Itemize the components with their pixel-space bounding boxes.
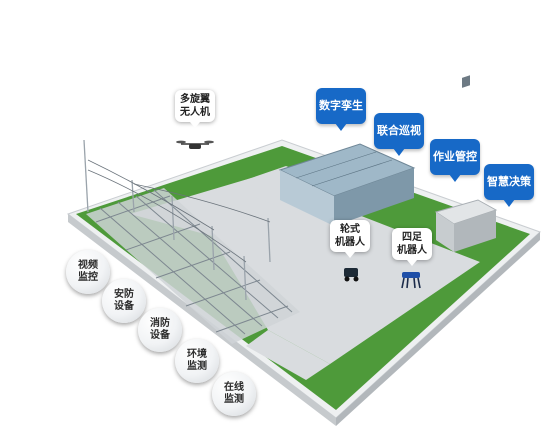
quadruped-robot-label-line1: 四足 bbox=[402, 232, 422, 243]
wheeled-robot bbox=[344, 268, 359, 282]
wheeled-robot-label-line2: 机器人 bbox=[335, 237, 365, 248]
disc-security-line2: 设备 bbox=[114, 301, 134, 312]
tag-operation-control: 作业管控 bbox=[430, 139, 480, 182]
auxiliary-building-front bbox=[436, 212, 454, 252]
disc-environment-line2: 监测 bbox=[187, 361, 207, 372]
disc-security-equipment: 安防 设备 bbox=[102, 279, 146, 323]
platform-edge-left bbox=[68, 214, 336, 426]
disc-online-line1: 在线 bbox=[224, 382, 244, 393]
quadruped-robot-label-line2: 机器人 bbox=[397, 245, 427, 256]
platform-edge-right bbox=[336, 232, 540, 426]
control-building-side bbox=[334, 168, 414, 226]
disc-video-line2: 监控 bbox=[78, 272, 98, 283]
disc-fire-line1: 消防 bbox=[150, 318, 170, 329]
switchyard-structures bbox=[95, 189, 293, 335]
disc-fire-equipment: 消防 设备 bbox=[138, 308, 182, 352]
yard-front bbox=[246, 330, 330, 380]
disc-online-monitoring: 在线 监测 bbox=[212, 372, 256, 416]
disc-security-line1: 安防 bbox=[114, 289, 134, 300]
drone-label-line2: 无人机 bbox=[180, 107, 210, 118]
disc-video-monitoring: 视频 监控 bbox=[66, 250, 110, 294]
auxiliary-building-side bbox=[454, 210, 496, 252]
main-road bbox=[130, 176, 480, 364]
tag-smart-decision: 智慧决策 bbox=[484, 164, 534, 207]
disc-environment-monitoring: 环境 监测 bbox=[175, 339, 219, 383]
disc-fire-line2: 设备 bbox=[150, 330, 170, 341]
disc-video-line1: 视频 bbox=[78, 260, 98, 271]
drone-icon bbox=[176, 140, 214, 149]
control-building-front bbox=[280, 170, 334, 226]
drone-label: 多旋翼 无人机 bbox=[175, 90, 215, 128]
disc-online-line2: 监测 bbox=[224, 394, 244, 405]
wheeled-robot-label-line1: 轮式 bbox=[340, 224, 360, 235]
power-lines bbox=[87, 159, 271, 263]
tag-digital-twin: 数字孪生 bbox=[316, 88, 366, 131]
tag-joint-patrol: 联合巡视 bbox=[374, 113, 424, 156]
disc-environment-line1: 环境 bbox=[187, 349, 207, 360]
drone-label-line1: 多旋翼 bbox=[180, 94, 210, 105]
gantry-towers bbox=[83, 139, 271, 301]
quadruped-robot-label: 四足 机器人 bbox=[392, 228, 432, 266]
quadruped-robot bbox=[401, 272, 421, 289]
wheeled-robot-label: 轮式 机器人 bbox=[330, 220, 370, 258]
